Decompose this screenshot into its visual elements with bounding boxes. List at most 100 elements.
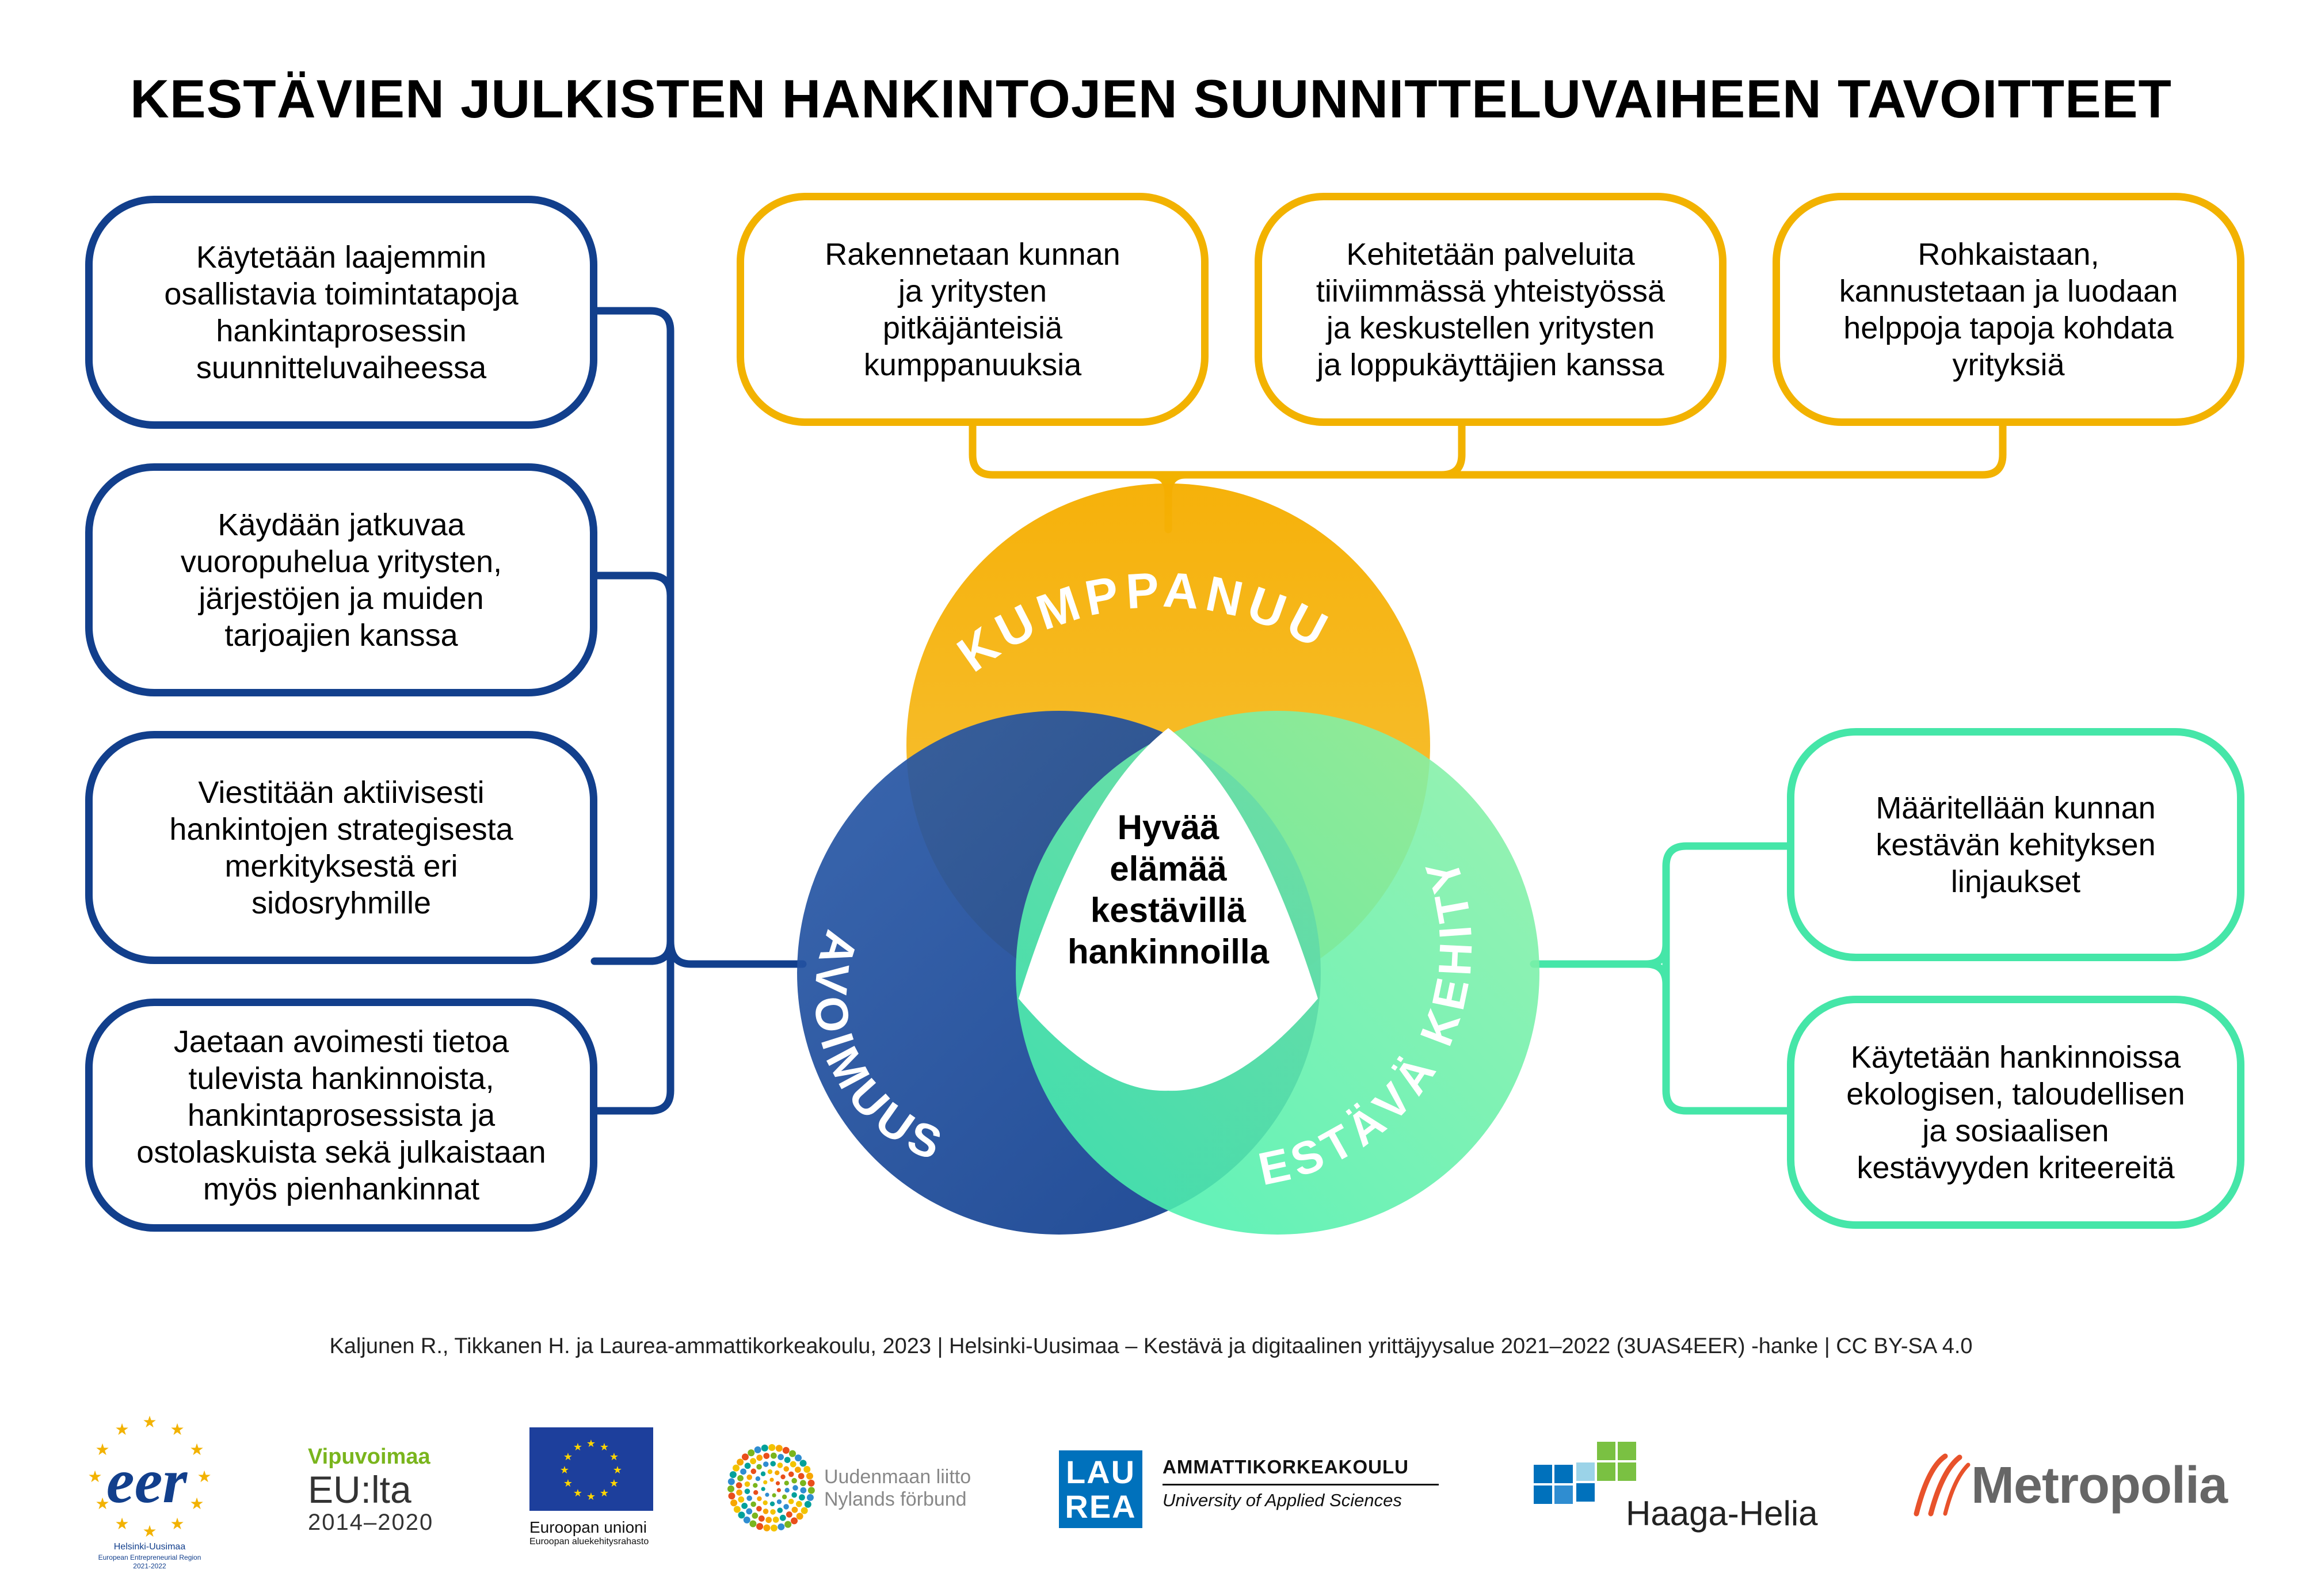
flower-dot (743, 1516, 750, 1523)
flower-dot (788, 1471, 794, 1477)
svg-text:hankinnoilla: hankinnoilla (1068, 932, 1270, 971)
flower-dot (770, 1524, 778, 1532)
svg-text:★: ★ (609, 1451, 619, 1463)
flower-dot (761, 1487, 765, 1491)
flower-dot (784, 1488, 790, 1493)
flower-dot (800, 1480, 806, 1487)
svg-text:★: ★ (142, 1412, 157, 1431)
credit-line: Kaljunen R., Tikkanen H. ja Laurea-ammat… (329, 1334, 1973, 1358)
flower-dot (744, 1481, 750, 1487)
flower-dot (750, 1501, 756, 1507)
flower-dot (777, 1507, 783, 1513)
flower-dot (775, 1445, 783, 1452)
flower-dot (791, 1492, 797, 1498)
svg-text:★: ★ (560, 1464, 569, 1476)
uudenmaan-flower-icon (727, 1444, 815, 1532)
flower-dot (737, 1475, 744, 1481)
flower-dot (727, 1478, 735, 1485)
svg-text:★: ★ (95, 1440, 109, 1459)
flower-dot (806, 1472, 813, 1480)
flower-dot (767, 1469, 773, 1475)
flower-dot (783, 1466, 790, 1472)
flower-dot (746, 1508, 753, 1515)
page-title: KESTÄVIEN JULKISTEN HANKINTOJEN SUUNNITT… (130, 68, 2172, 129)
svg-text:★: ★ (189, 1440, 204, 1459)
flower-dot (783, 1504, 789, 1510)
svg-text:★: ★ (600, 1487, 609, 1499)
flower-dot (788, 1498, 794, 1504)
flower-dot (753, 1483, 758, 1488)
flower-dot (775, 1481, 780, 1485)
flower-dot (772, 1517, 779, 1523)
flower-dot (730, 1499, 738, 1507)
flower-dot (790, 1461, 796, 1468)
metropolia-logo: Metropolia (1911, 1445, 2256, 1531)
flower-dot (782, 1494, 787, 1500)
flower-dot (795, 1454, 802, 1462)
flower-dot (753, 1490, 759, 1495)
svg-text:European Entrepreneurial Regio: European Entrepreneurial Region (98, 1553, 201, 1561)
flower-dot (741, 1453, 749, 1461)
flower-dot (756, 1506, 762, 1512)
flower-dot (784, 1521, 792, 1528)
flower-dot (780, 1474, 786, 1480)
flower-dot (744, 1488, 750, 1494)
flower-dot (806, 1494, 814, 1501)
metropolia-swoosh-icon (1914, 1453, 1971, 1517)
flower-dot (756, 1464, 762, 1470)
svg-text:kestävillä: kestävillä (1091, 891, 1247, 930)
flower-dot (798, 1473, 805, 1480)
flower-dot (757, 1496, 762, 1502)
svg-text:★: ★ (563, 1451, 573, 1463)
flower-dot (763, 1500, 768, 1506)
flower-dot (791, 1477, 797, 1484)
flower-dot (763, 1480, 768, 1485)
flower-dot (782, 1446, 790, 1454)
flower-dot (770, 1452, 777, 1459)
svg-text:★: ★ (87, 1467, 102, 1486)
flower-dot (763, 1509, 769, 1514)
haaga-helia-logo: Haaga-Helia (1534, 1442, 1833, 1540)
flower-dot (768, 1444, 776, 1452)
flower-dot (791, 1506, 798, 1513)
flower-dot (750, 1468, 757, 1475)
svg-text:eer: eer (106, 1446, 188, 1516)
flower-dot (752, 1513, 759, 1519)
flower-dot (807, 1479, 815, 1487)
right-connector-lines (1530, 842, 1805, 1115)
center-text: Hyvää elämää kestävillä hankinnoilla (1068, 808, 1270, 971)
flower-dot (756, 1523, 764, 1530)
laurea-logo: LAU REA AMMATTIKORKEAKOULU University of… (1059, 1450, 1450, 1531)
svg-text:★: ★ (573, 1441, 582, 1453)
svg-text:Hyvää: Hyvää (1118, 808, 1219, 847)
flower-dot (799, 1494, 805, 1501)
flower-dot (744, 1462, 751, 1469)
flower-dot (804, 1500, 811, 1508)
flower-dot (776, 1499, 782, 1504)
flower-dot (738, 1496, 745, 1503)
svg-text:★: ★ (170, 1420, 184, 1439)
flower-dot (775, 1470, 780, 1476)
uudenmaan-liitto-logo: Uudenmaan liitto Nylands förbund (725, 1442, 1001, 1534)
flower-dot (732, 1464, 740, 1472)
flower-dot (741, 1502, 748, 1509)
svg-text:★: ★ (189, 1494, 204, 1513)
flower-dot (763, 1453, 770, 1459)
eer-logo: ★★★ ★★★ ★★★ ★★★ eer Helsinki-Uusimaa Eur… (75, 1404, 224, 1571)
svg-text:★: ★ (95, 1494, 109, 1513)
flower-dot (761, 1444, 768, 1452)
flower-dot (765, 1517, 772, 1523)
flower-dot (803, 1466, 811, 1473)
flower-dot (796, 1500, 802, 1507)
eer-star-ring-icon: ★★★ ★★★ ★★★ ★★★ eer Helsinki-Uusimaa Eur… (87, 1412, 211, 1570)
flower-dot (791, 1517, 798, 1525)
flower-dot (729, 1471, 737, 1479)
svg-text:★: ★ (573, 1487, 582, 1499)
flower-dot (763, 1524, 771, 1532)
